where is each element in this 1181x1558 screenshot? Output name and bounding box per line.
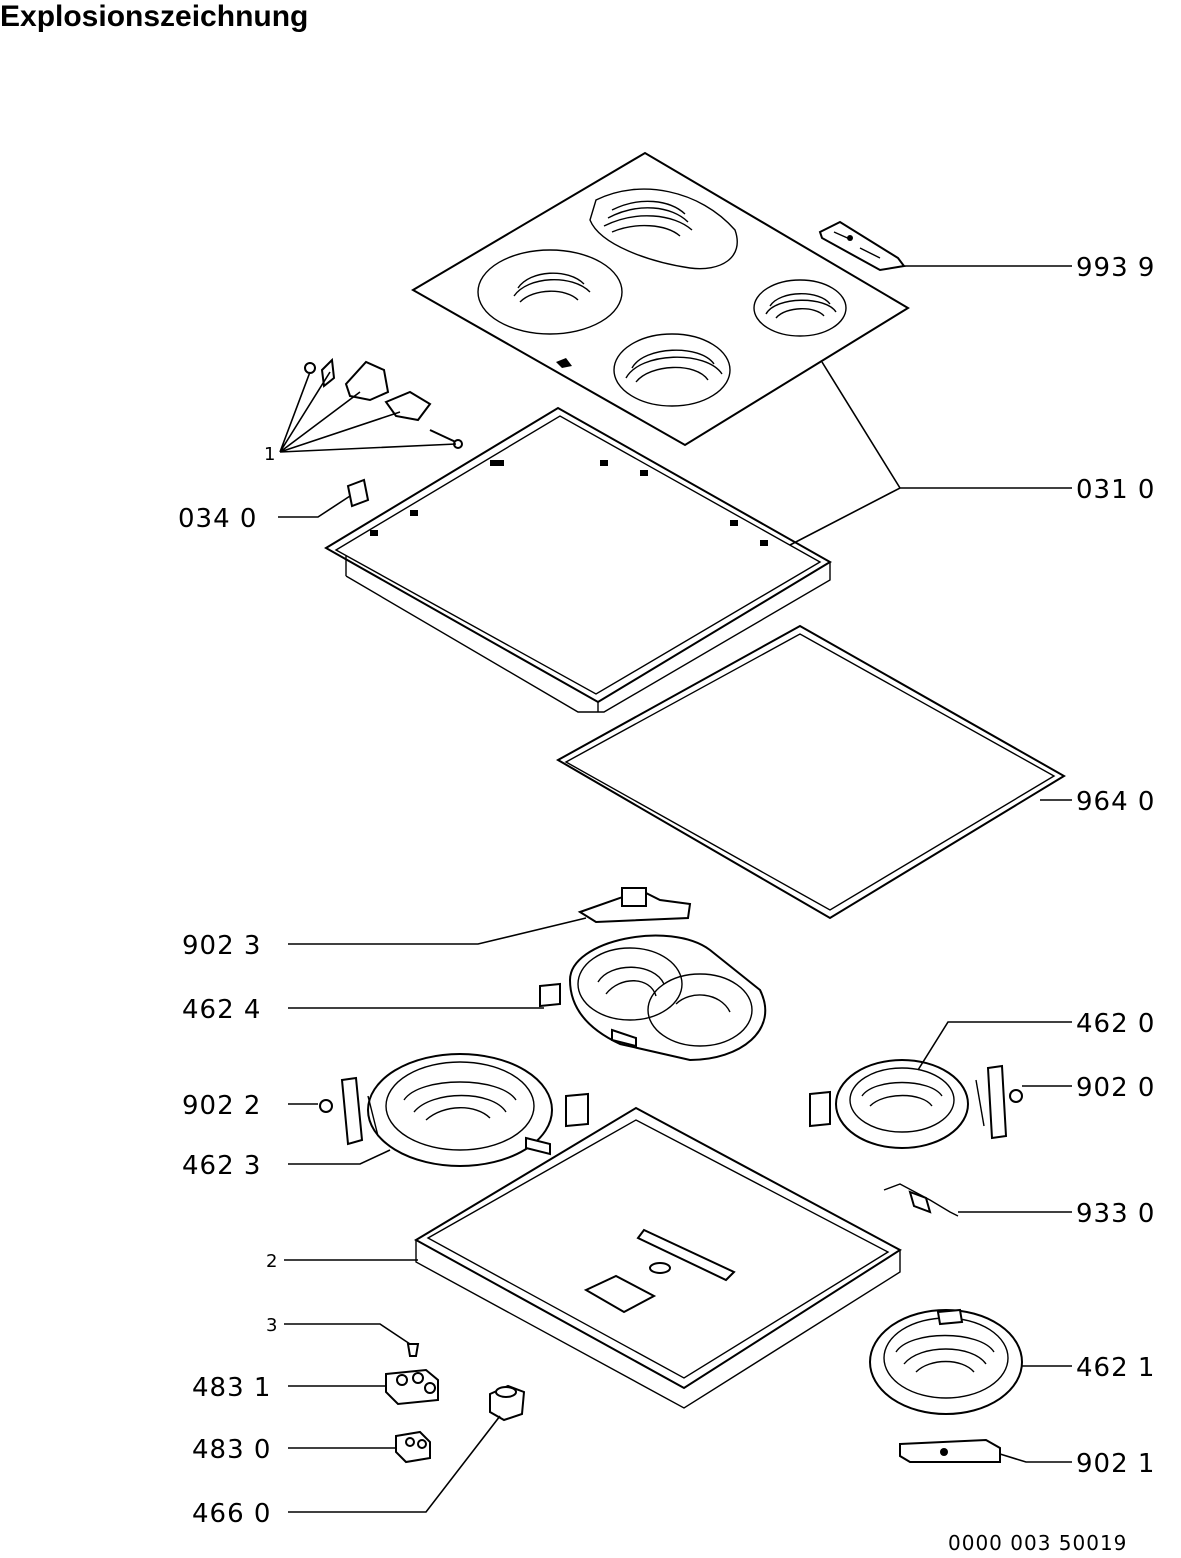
part-9022-bracket	[319, 1076, 379, 1146]
callout-1: 1	[264, 444, 275, 465]
callout-2: 2	[266, 1251, 277, 1272]
part-2-bottom-tray	[413, 1106, 902, 1409]
callout-9020: 902 0	[1076, 1073, 1155, 1103]
part-4620-heater	[809, 1059, 969, 1149]
callout-4621: 462 1	[1076, 1353, 1155, 1383]
part-9330-sensor	[883, 1183, 959, 1217]
part-4830-terminal-block	[395, 1430, 431, 1464]
callout-3: 3	[266, 1315, 277, 1336]
part-4621-heater	[869, 1308, 1023, 1415]
callout-9023: 902 3	[182, 931, 261, 961]
callout-9640: 964 0	[1076, 787, 1155, 817]
part-9023-bracket	[577, 887, 692, 924]
part-4660-switch	[489, 1384, 526, 1422]
part-9640-seal	[555, 624, 1066, 920]
callout-0310: 031 0	[1076, 475, 1155, 505]
part-4624-dual-heater	[539, 934, 767, 1062]
part-3-plug	[406, 1343, 420, 1357]
drawing-code: 0000 003 50019	[948, 1531, 1127, 1555]
part-9020-bracket	[975, 1064, 1023, 1140]
callout-4831: 483 1	[192, 1373, 271, 1403]
callout-labels: 993 9 031 0 034 0 1 964 0 902 3 462 4 46…	[178, 253, 1155, 1555]
callout-9330: 933 0	[1076, 1199, 1155, 1229]
part-4831-terminal-block	[385, 1368, 439, 1406]
callout-9022: 902 2	[182, 1091, 261, 1121]
part-4623-heater	[367, 1053, 589, 1167]
part-9021-bracket	[899, 1438, 1001, 1463]
callout-4623: 462 3	[182, 1151, 261, 1181]
part-0340-clip	[346, 478, 370, 508]
callout-9939: 993 9	[1076, 253, 1155, 283]
callout-4624: 462 4	[182, 995, 261, 1025]
part-0310-frame	[324, 406, 832, 713]
callout-0340: 034 0	[178, 504, 257, 534]
callout-9021: 902 1	[1076, 1449, 1155, 1479]
page-title: Explosionszeichnung	[0, 0, 309, 33]
leader-lines	[278, 265, 1072, 1513]
glass-ceramic-plate	[411, 151, 910, 447]
callout-4830: 483 0	[192, 1435, 271, 1465]
callout-4620: 462 0	[1076, 1009, 1155, 1039]
callout-4660: 466 0	[192, 1499, 271, 1529]
